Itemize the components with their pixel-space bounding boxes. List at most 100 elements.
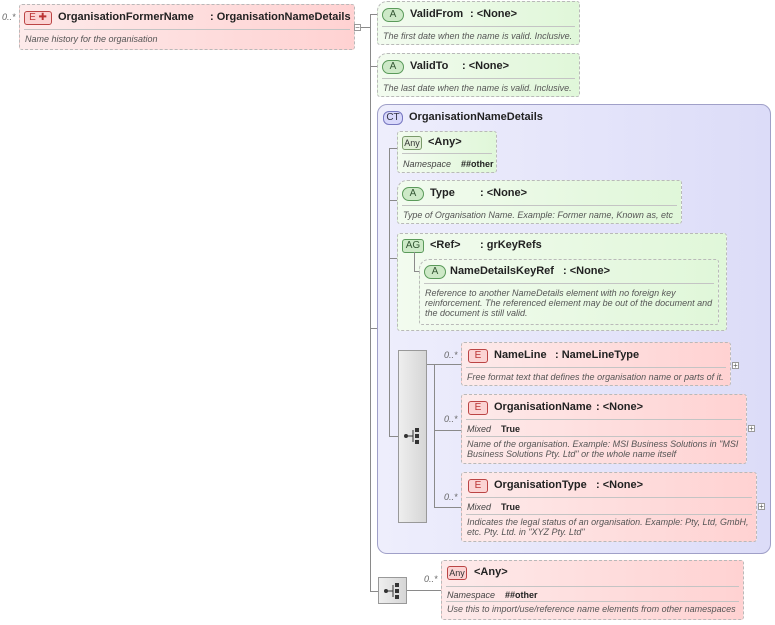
attribute-description: Reference to another NameDetails element… bbox=[425, 288, 713, 318]
cardinality: 0..* bbox=[444, 492, 458, 502]
attribute-description: Type of Organisation Name. Example: Form… bbox=[403, 210, 673, 220]
attribute-group-ref: <Ref> bbox=[430, 239, 461, 251]
sequence-icon bbox=[404, 428, 419, 444]
attribute-type: : <None> bbox=[462, 60, 510, 72]
separator bbox=[446, 586, 739, 587]
separator bbox=[402, 205, 677, 206]
root-element-type: : OrganisationNameDetails bbox=[210, 11, 351, 23]
connector bbox=[389, 148, 390, 436]
attribute-badge-icon: A bbox=[382, 8, 404, 22]
connector bbox=[407, 590, 442, 591]
separator bbox=[382, 26, 575, 27]
connector bbox=[370, 14, 378, 15]
namespace-property: Namespace##other bbox=[403, 159, 494, 169]
any-element-name: <Any> bbox=[474, 566, 508, 578]
any-element[interactable]: Any <Any> Namespace##other Use this to i… bbox=[441, 560, 744, 620]
connector bbox=[414, 271, 420, 272]
sequence-compositor[interactable] bbox=[378, 577, 407, 604]
any-badge-icon: Any bbox=[447, 566, 467, 580]
attribute-namedetailskeyref[interactable]: A NameDetailsKeyRef : <None> Reference t… bbox=[419, 259, 719, 325]
any-badge-icon: Any bbox=[402, 136, 422, 150]
root-element-description: Name history for the organisation bbox=[25, 34, 158, 44]
attribute-description: The last date when the name is valid. In… bbox=[383, 83, 572, 93]
connector bbox=[370, 66, 378, 67]
element-nameline[interactable]: E NameLine : NameLineType Free format te… bbox=[461, 342, 731, 386]
cardinality: 0..* bbox=[444, 350, 458, 360]
connector bbox=[370, 591, 378, 592]
attribute-badge-icon: A bbox=[382, 60, 404, 74]
expand-icon[interactable]: + bbox=[732, 361, 739, 370]
attribute-description: The first date when the name is valid. I… bbox=[383, 31, 573, 41]
separator bbox=[466, 497, 752, 498]
connector bbox=[434, 364, 435, 508]
attribute-name: NameDetailsKeyRef bbox=[450, 265, 554, 277]
separator bbox=[382, 78, 575, 79]
element-description: Indicates the legal status of an organis… bbox=[467, 517, 749, 537]
separator bbox=[402, 153, 492, 154]
connector bbox=[427, 364, 435, 365]
element-name: NameLine bbox=[494, 349, 547, 361]
element-badge-icon: E ✚ bbox=[24, 11, 52, 25]
attribute-type: : <None> bbox=[470, 8, 518, 20]
connector bbox=[389, 148, 397, 149]
connector bbox=[434, 507, 462, 508]
expand-icon[interactable]: + bbox=[758, 502, 765, 511]
expand-icon[interactable]: + bbox=[748, 424, 755, 433]
attribute-group-badge-icon: AG bbox=[402, 239, 424, 253]
separator bbox=[466, 514, 752, 515]
connector bbox=[389, 436, 398, 437]
collapse-icon[interactable]: − bbox=[354, 23, 361, 32]
attribute-type: : <None> bbox=[563, 265, 611, 277]
element-type: : <None> bbox=[596, 479, 644, 491]
any-attribute[interactable]: Any <Any> Namespace##other bbox=[397, 131, 497, 173]
element-name: OrganisationType bbox=[494, 479, 587, 491]
separator bbox=[466, 367, 726, 368]
connector bbox=[414, 252, 415, 272]
complex-type-name: OrganisationNameDetails bbox=[409, 111, 543, 123]
namespace-property: Namespace##other bbox=[447, 590, 538, 600]
element-description: Name of the organisation. Example: MSI B… bbox=[467, 439, 739, 459]
separator bbox=[24, 29, 350, 30]
attribute-validto[interactable]: A ValidTo : <None> The last date when th… bbox=[377, 53, 580, 97]
separator bbox=[466, 419, 742, 420]
complex-type-badge-icon: CT bbox=[383, 111, 403, 125]
cardinality: 0..* bbox=[444, 414, 458, 424]
sequence-icon bbox=[384, 583, 399, 599]
separator bbox=[466, 436, 742, 437]
element-badge-icon: E bbox=[468, 479, 488, 493]
separator bbox=[446, 601, 739, 602]
cardinality: 0..* bbox=[424, 574, 438, 584]
connector bbox=[434, 430, 462, 431]
root-element-box[interactable]: E ✚ OrganisationFormerName : Organisatio… bbox=[19, 4, 355, 50]
connector bbox=[389, 200, 397, 201]
connector bbox=[370, 328, 378, 329]
element-type: : NameLineType bbox=[555, 349, 640, 361]
connector-trunk bbox=[370, 14, 371, 592]
connector bbox=[389, 258, 397, 259]
element-description: Free format text that defines the organi… bbox=[467, 372, 724, 382]
connector bbox=[434, 364, 462, 365]
root-element-name: OrganisationFormerName bbox=[58, 11, 194, 23]
attribute-badge-icon: A bbox=[424, 265, 446, 279]
attribute-type-box[interactable]: A Type : <None> Type of Organisation Nam… bbox=[397, 180, 682, 224]
attribute-name: ValidFrom bbox=[410, 8, 464, 20]
attribute-name: Type bbox=[430, 187, 455, 199]
separator bbox=[424, 283, 714, 284]
element-badge-icon: E bbox=[468, 401, 488, 415]
attribute-badge-icon: A bbox=[402, 187, 424, 201]
element-badge-icon: E bbox=[468, 349, 488, 363]
any-attribute-name: <Any> bbox=[428, 136, 462, 148]
attribute-group-type: : grKeyRefs bbox=[480, 239, 542, 251]
attribute-name: ValidTo bbox=[410, 60, 449, 72]
root-cardinality: 0..* bbox=[2, 12, 16, 22]
attribute-validfrom[interactable]: A ValidFrom : <None> The first date when… bbox=[377, 1, 580, 45]
any-element-description: Use this to import/use/reference name el… bbox=[447, 604, 736, 614]
attribute-type: : <None> bbox=[480, 187, 528, 199]
connector bbox=[361, 27, 371, 28]
element-name: OrganisationName bbox=[494, 401, 592, 413]
element-type: : <None> bbox=[596, 401, 644, 413]
